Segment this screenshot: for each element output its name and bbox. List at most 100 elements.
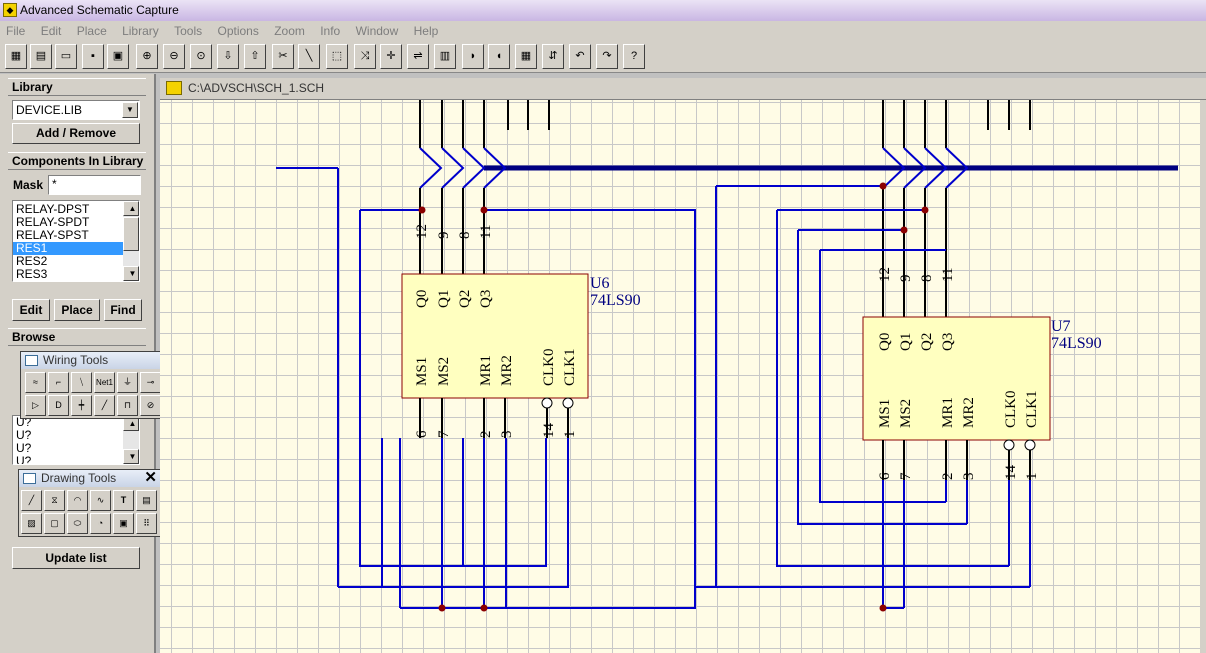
list-item[interactable]: U? [16, 454, 32, 465]
redo-icon[interactable]: ↷ [596, 44, 618, 69]
scroll-up-icon[interactable]: ▲ [123, 416, 139, 431]
junction-dot [879, 182, 887, 190]
wire [359, 210, 547, 567]
print-icon[interactable]: ▤ [30, 44, 52, 69]
select-area-icon[interactable]: ⬚ [326, 44, 348, 69]
add-remove-button[interactable]: Add / Remove [12, 123, 140, 144]
bus-entry [924, 147, 948, 189]
open-folder-icon[interactable]: ▭ [55, 44, 77, 69]
schematic-drawing[interactable]: U674LS9012Q09Q18Q211Q36MS17MS22MR13MR214… [160, 100, 1200, 653]
move-up-icon[interactable]: ⇧ [244, 44, 266, 69]
rounded-rect-tool-icon[interactable]: ▢ [44, 513, 65, 534]
gate2-icon[interactable]: ◖ [488, 44, 510, 69]
text-frame-tool-icon[interactable]: ▤ [136, 490, 157, 511]
bus-entry-icon[interactable]: ⧹ [71, 372, 92, 393]
save-icon[interactable]: ▪ [82, 44, 104, 69]
bezier-tool-icon[interactable]: ∿ [90, 490, 111, 511]
part-value: 74LS90 [590, 292, 641, 309]
ellipse-tool-icon[interactable]: ⬭ [67, 513, 88, 534]
pulse-icon[interactable]: ⊓ [117, 395, 138, 416]
port-icon[interactable]: ⊸ [140, 372, 161, 393]
component-list[interactable]: RELAY-DPST RELAY-SPDT RELAY-SPST RES1 RE… [12, 200, 140, 282]
menu-options[interactable]: Options [217, 24, 259, 38]
part-icon[interactable]: D [48, 395, 69, 416]
chip-icon[interactable]: ▦ [515, 44, 537, 69]
list-item[interactable]: RELAY-SPDT [16, 215, 90, 229]
list-item-selected[interactable]: RES1 [13, 242, 139, 255]
component-list-scrollbar[interactable]: ▲ ▼ [123, 201, 139, 281]
cross-icon[interactable]: ✛ [380, 44, 402, 69]
zoom-fit-icon[interactable]: ⊙ [190, 44, 212, 69]
library-select[interactable]: DEVICE.LIB ▼ [12, 100, 140, 120]
browse-list-scrollbar[interactable]: ▲ ▼ [123, 416, 139, 464]
place-button[interactable]: Place [54, 299, 100, 321]
scroll-up-icon[interactable]: ▲ [123, 201, 139, 216]
arc-tool-icon[interactable]: ◠ [67, 490, 88, 511]
pin-number: 14 [541, 423, 557, 439]
zoom-out-icon[interactable]: ⊖ [163, 44, 185, 69]
print-preview-icon[interactable]: ▣ [107, 44, 129, 69]
menu-zoom[interactable]: Zoom [274, 24, 305, 38]
pin-name: Q1 [898, 333, 914, 351]
menu-place[interactable]: Place [76, 24, 107, 38]
help-icon[interactable]: ? [623, 44, 645, 69]
rectangle-tool-icon[interactable]: ▨ [21, 513, 42, 534]
scroll-down-icon[interactable]: ▼ [123, 449, 139, 464]
wire-tool-icon[interactable]: ≈ [25, 372, 46, 393]
scroll-thumb[interactable] [123, 217, 139, 251]
scroll-down-icon[interactable]: ▼ [123, 266, 139, 281]
list-item[interactable]: U? [16, 428, 32, 442]
update-list-button[interactable]: Update list [12, 547, 140, 569]
pencil-icon[interactable]: ╱ [94, 395, 115, 416]
no-erc-icon[interactable]: ⊘ [140, 395, 161, 416]
move-down-icon[interactable]: ⇩ [217, 44, 239, 69]
image-tool-icon[interactable]: ▣ [113, 513, 134, 534]
array-tool-icon[interactable]: ⠿ [136, 513, 157, 534]
component-icon[interactable]: ⇌ [407, 44, 429, 69]
bus-entry [882, 147, 906, 189]
list-item[interactable]: RES2 [16, 254, 48, 268]
sheet-entry-icon[interactable]: ▷ [25, 395, 46, 416]
menu-file[interactable]: File [6, 24, 26, 38]
menu-info[interactable]: Info [320, 24, 341, 38]
list-item[interactable]: RELAY-SPST [16, 228, 89, 242]
ic-icon[interactable]: ▥ [434, 44, 456, 69]
menu-window[interactable]: Window [355, 24, 399, 38]
line-tool-icon[interactable]: ╱ [21, 490, 42, 511]
polygon-tool-icon[interactable]: ⧖ [44, 490, 65, 511]
new-sheet-icon[interactable]: ▦ [5, 44, 27, 69]
bus-tool-icon[interactable]: ⌐ [48, 372, 69, 393]
wire [338, 438, 569, 588]
list-item[interactable]: U? [16, 441, 32, 455]
cut-icon[interactable]: ✂ [272, 44, 294, 69]
browse-list[interactable]: U? U? U? U? ▲ ▼ [12, 415, 140, 465]
wire [797, 230, 967, 525]
zoom-in-icon[interactable]: ⊕ [136, 44, 158, 69]
menu-help[interactable]: Help [413, 24, 439, 38]
menu-edit[interactable]: Edit [40, 24, 62, 38]
wire-icon[interactable]: ╲ [298, 44, 320, 69]
menu-tools[interactable]: Tools [174, 24, 203, 38]
junction-icon[interactable]: ┿ [71, 395, 92, 416]
text-tool-icon[interactable]: T [113, 490, 134, 511]
rotate-icon[interactable]: ⤨ [354, 44, 376, 69]
gate-icon[interactable]: ◗ [462, 44, 484, 69]
ground-icon[interactable]: ⏚ [117, 372, 138, 393]
chevron-down-icon[interactable]: ▼ [122, 102, 138, 118]
pin-number: 7 [436, 430, 452, 438]
net-label-icon[interactable]: Net1 [94, 372, 115, 393]
list-item[interactable]: U? [16, 415, 32, 429]
drawing-tools-palette: Drawing Tools ✕ ╱ ⧖ ◠ ∿ T ▤ ▨ ▢ ⬭ ◔ ▣ ⠿ [18, 469, 162, 537]
find-button[interactable]: Find [104, 299, 142, 321]
pins-icon[interactable]: ⇵ [542, 44, 564, 69]
list-item[interactable]: RELAY-DPST [16, 202, 90, 216]
list-item[interactable]: RES3 [16, 267, 48, 281]
menu-library[interactable]: Library [122, 24, 159, 38]
edit-button[interactable]: Edit [12, 299, 50, 321]
mask-input[interactable]: * [48, 175, 141, 195]
close-icon[interactable]: ✕ [144, 469, 157, 486]
undo-icon[interactable]: ↶ [569, 44, 591, 69]
drawing-tools-titlebar[interactable]: Drawing Tools ✕ [19, 469, 161, 487]
pie-tool-icon[interactable]: ◔ [90, 513, 111, 534]
